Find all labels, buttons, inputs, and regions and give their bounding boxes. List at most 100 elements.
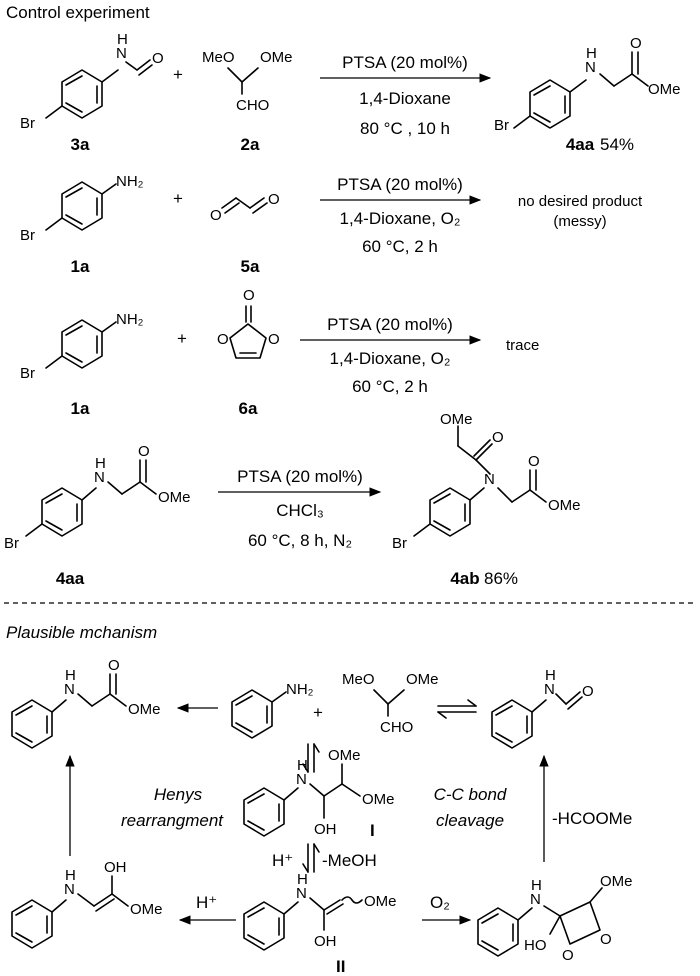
plus-sign: + — [313, 703, 323, 722]
atom-br: Br — [20, 115, 35, 132]
proton-label: H⁺ — [272, 851, 293, 870]
cc-cleavage-line2: cleavage — [436, 811, 504, 830]
atom-oh: OH — [314, 821, 337, 838]
condition-solvent: 1,4-Dioxane, O₂ — [330, 349, 451, 368]
compound-label-4aa: 4aa — [566, 135, 595, 154]
atom-o: O — [138, 443, 150, 460]
atom-ome: OMe — [130, 901, 163, 918]
condition-solvent: CHCl₃ — [276, 501, 324, 520]
atom-n: N — [296, 771, 307, 788]
atom-n: N — [530, 891, 541, 908]
atom-h: H — [95, 455, 106, 472]
atom-n: N — [484, 471, 495, 488]
atom-br: Br — [494, 117, 509, 134]
condition-solvent: 1,4-Dioxane, O₂ — [340, 209, 461, 228]
compound-methyl-phenylglycinate: N H O OMe — [11, 657, 161, 749]
atom-n: N — [296, 885, 307, 902]
atom-ome: OMe — [158, 489, 191, 506]
compound-label-3a: 3a — [71, 135, 90, 154]
atom-o: O — [582, 683, 594, 700]
equilibrium-arrow-I-to-II — [302, 843, 320, 873]
atom-ome: OMe — [328, 747, 361, 764]
atom-n: N — [94, 469, 105, 486]
atom-nh2: NH₂ — [116, 173, 144, 190]
compound-label-6a: 6a — [239, 399, 258, 418]
compound-formanilide: N H O — [491, 667, 594, 749]
atom-o: O — [210, 207, 222, 224]
atom-ome: OMe — [128, 701, 161, 718]
atom-ome: OMe — [648, 81, 681, 98]
atom-nh2: NH₂ — [286, 681, 314, 698]
yield-4ab: 86% — [484, 569, 518, 588]
compound-label-2a: 2a — [241, 135, 260, 154]
atom-o: O — [630, 35, 642, 52]
atom-o: O — [528, 453, 540, 470]
condition-catalyst: PTSA (20 mol%) — [327, 315, 453, 334]
atom-br: Br — [20, 227, 35, 244]
intermediate-label-II: II — [336, 957, 345, 976]
atom-oh: OH — [104, 859, 127, 876]
atom-ome: OMe — [600, 873, 633, 890]
mechanism-heading: Plausible mchanism — [6, 623, 157, 642]
atom-ome: OMe — [548, 497, 581, 514]
atom-br: Br — [392, 535, 407, 552]
compound-4ab-product: OMe O N O OMe Br — [392, 411, 581, 552]
atom-ho: HO — [524, 937, 547, 954]
atom-ome: OMe — [406, 671, 439, 688]
control-experiment-heading: Control experiment — [6, 3, 150, 22]
compound-1a: NH₂ Br — [20, 311, 144, 382]
atom-meo: MeO — [202, 49, 235, 66]
atom-n: N — [116, 45, 127, 62]
atom-h: H — [65, 667, 76, 684]
byproduct-hcooome: -HCOOMe — [552, 809, 632, 828]
proton-label: H⁺ — [196, 893, 217, 912]
compound-4aa-product: N H O OMe Br — [494, 35, 681, 134]
reaction-1: N H O Br 3a + MeO OMe CHO 2a PTSA (20 mo… — [20, 31, 681, 154]
plus-sign: + — [173, 189, 183, 208]
condition-temp-time: 60 °C, 2 h — [362, 237, 438, 256]
compound-enol-ester: N H OH OMe — [11, 859, 163, 949]
compound-4aa: N H O OMe Br — [4, 443, 191, 552]
plus-sign: + — [177, 329, 187, 348]
methanol-loss-label: -MeOH — [322, 851, 377, 870]
equilibrium-arrow-horizontal — [437, 699, 477, 719]
result-note: (messy) — [553, 213, 606, 230]
compound-dimethoxyacetaldehyde: MeO OMe CHO — [342, 671, 439, 736]
reaction-2: NH₂ Br 1a + O O 5a PTSA (20 mol%) 1,4-Di… — [20, 173, 643, 276]
atom-h: H — [545, 667, 556, 684]
atom-o: O — [492, 429, 504, 446]
atom-br: Br — [4, 535, 19, 552]
atom-o: O — [562, 947, 574, 964]
atom-o: O — [108, 657, 120, 674]
compound-3a: N H O Br — [20, 31, 164, 132]
atom-n: N — [64, 681, 75, 698]
atom-n: N — [585, 59, 596, 76]
atom-ome: OMe — [260, 49, 293, 66]
henrys-label-line1: Henys — [154, 785, 203, 804]
atom-cho: CHO — [236, 97, 269, 114]
intermediate-I: N H OMe OMe OH — [243, 747, 395, 838]
atom-nh2: NH₂ — [116, 311, 144, 328]
atom-h: H — [297, 757, 308, 774]
condition-temp-time: 60 °C, 2 h — [352, 377, 428, 396]
result-text: trace — [506, 337, 539, 354]
atom-h: H — [586, 45, 597, 62]
atom-cho: CHO — [380, 719, 413, 736]
condition-catalyst: PTSA (20 mol%) — [342, 53, 468, 72]
intermediate-label-I: I — [370, 821, 375, 840]
compound-1a: NH₂ Br — [20, 173, 144, 244]
atom-meo: MeO — [342, 671, 375, 688]
equilibrium-arrow-vertical — [302, 743, 320, 773]
oxygen-label: O₂ — [430, 893, 450, 912]
compound-label-1a: 1a — [71, 257, 90, 276]
atom-oh: OH — [314, 933, 337, 950]
atom-ome: OMe — [440, 411, 473, 428]
compound-label-1a: 1a — [71, 399, 90, 418]
henrys-label-line2: rearrangment — [121, 811, 224, 830]
atom-h: H — [297, 871, 308, 888]
reaction-4: N H O OMe Br 4aa PTSA (20 mol%) CHCl₃ 60… — [4, 411, 581, 588]
atom-o: O — [600, 931, 612, 948]
intermediate-II: N H OMe OH — [243, 871, 397, 951]
condition-temp-time: 80 °C , 10 h — [360, 119, 450, 138]
